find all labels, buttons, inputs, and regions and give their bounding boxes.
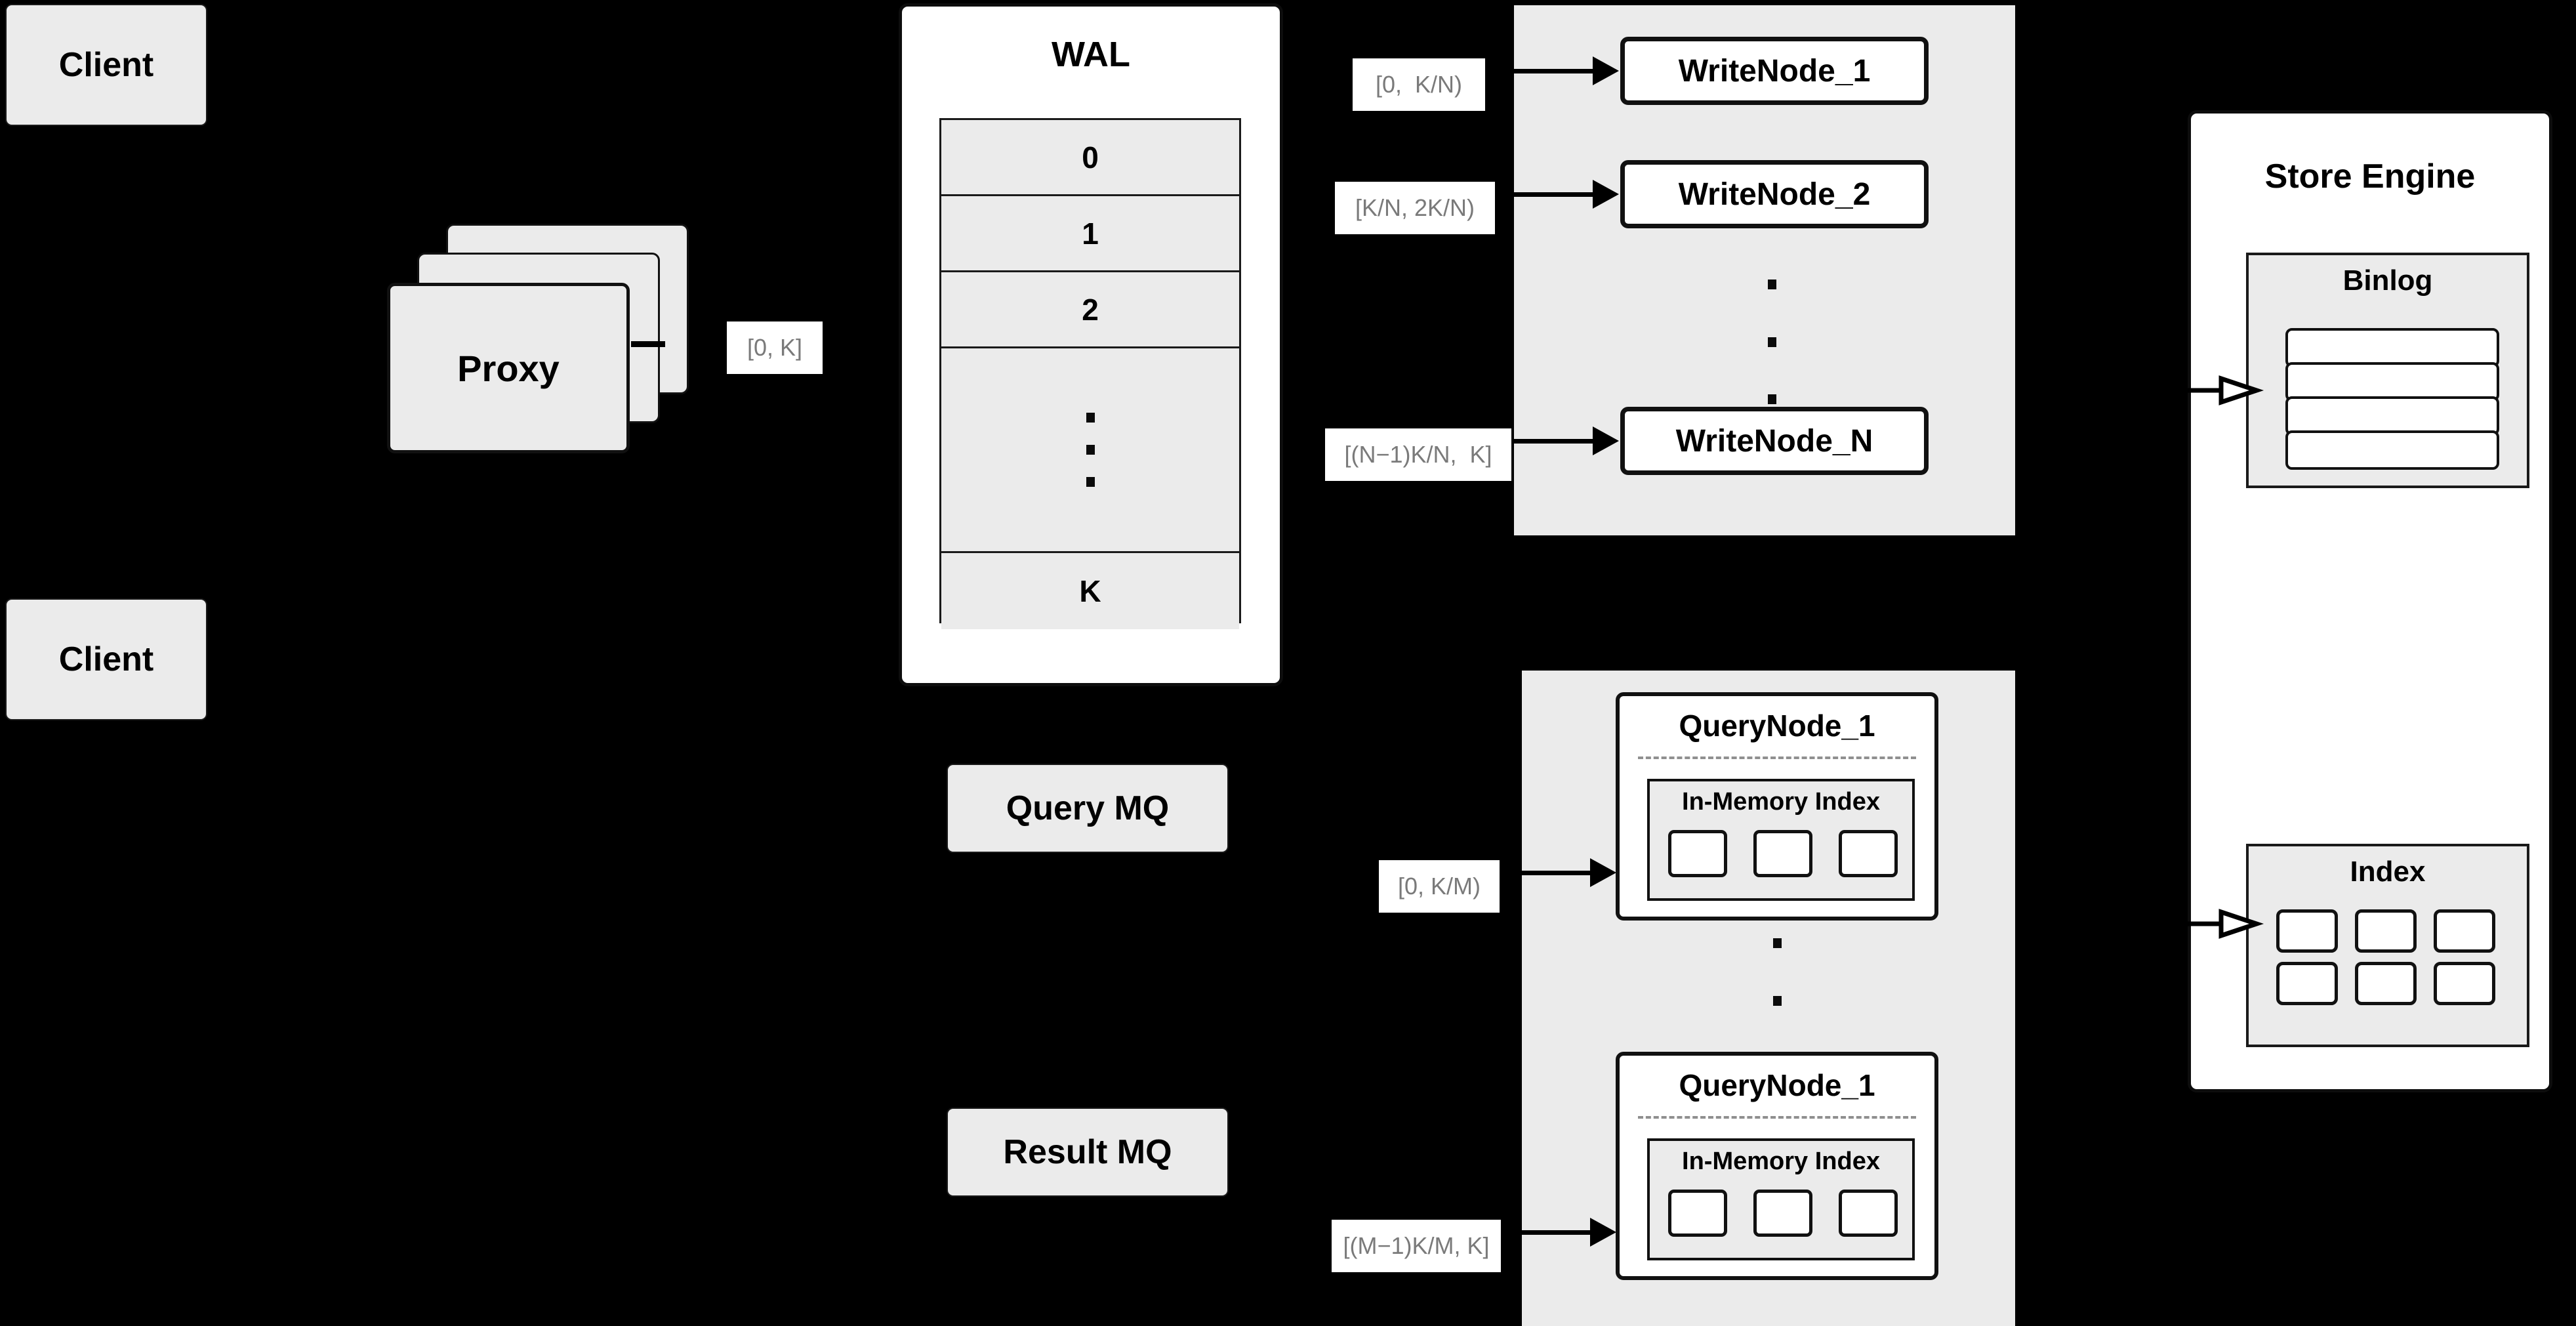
arrow-line-to-query-node-m <box>1522 1230 1595 1235</box>
index-cell[interactable] <box>2434 962 2495 1005</box>
edge-label-mq-to-query-node-1: [0, K/M) <box>1379 860 1500 913</box>
in-memory-index-panel: In-Memory Index <box>1647 1138 1915 1260</box>
edge-label-wal-to-write-node-n: [(N−1)K/N, K] <box>1325 428 1511 481</box>
proxy-connector-stub <box>631 341 665 347</box>
binlog-panel: Binlog <box>2246 253 2529 488</box>
store-engine-title: Store Engine <box>2264 157 2476 196</box>
index-cell[interactable] <box>2355 962 2417 1005</box>
ellipsis-dot-icon <box>1767 394 1776 404</box>
wal-rows: 0 1 2 K <box>939 118 1241 629</box>
client-box-bottom[interactable]: Client <box>5 598 207 720</box>
client-box-top[interactable]: Client <box>5 4 207 126</box>
ellipsis-dot-icon <box>1767 280 1776 289</box>
wal-title: WAL <box>1052 35 1130 74</box>
index-cell[interactable] <box>1668 1190 1727 1237</box>
in-memory-index-panel: In-Memory Index <box>1647 779 1915 901</box>
write-node-2[interactable]: WriteNode_2 <box>1620 160 1929 228</box>
edge-label-mq-to-query-node-m: [(M−1)K/M, K] <box>1332 1220 1501 1272</box>
ellipsis-dot-icon <box>1772 938 1782 948</box>
index-panel: Index <box>2246 844 2529 1047</box>
wal-row[interactable]: 2 <box>941 272 1239 348</box>
index-cell[interactable] <box>2434 909 2495 953</box>
binlog-entry[interactable] <box>2285 362 2499 402</box>
arrow-head-to-query-node-1 <box>1590 858 1616 887</box>
ellipsis-dot-icon <box>1772 995 1782 1006</box>
query-node-divider <box>1638 756 1916 759</box>
ellipsis-dot-icon <box>1086 477 1095 487</box>
client-label: Client <box>58 640 154 678</box>
ellipsis-dot-icon <box>1767 337 1776 347</box>
binlog-entry[interactable] <box>2285 430 2499 470</box>
ellipsis-dot-icon <box>1086 413 1095 423</box>
query-mq-box[interactable]: Query MQ <box>947 764 1229 853</box>
proxy-label: Proxy <box>457 347 560 389</box>
edge-label-proxy-to-wal: [0, K] <box>727 321 823 374</box>
index-cell[interactable] <box>1753 1190 1812 1237</box>
arrow-head-to-write-node-1 <box>1593 56 1619 85</box>
arrow-to-index <box>2184 909 2264 939</box>
binlog-entry[interactable] <box>2285 396 2499 436</box>
arrow-head-to-write-node-n <box>1593 426 1619 455</box>
proxy-card-front[interactable]: Proxy <box>387 283 630 453</box>
in-memory-index-title: In-Memory Index <box>1682 788 1880 816</box>
wal-row[interactable]: 0 <box>941 120 1239 196</box>
write-pool-ellipsis <box>1767 280 1777 404</box>
index-cell[interactable] <box>2276 909 2338 953</box>
arrow-line-to-query-node-1 <box>1522 871 1595 875</box>
write-node-n[interactable]: WriteNode_N <box>1620 407 1929 475</box>
in-memory-index-title: In-Memory Index <box>1682 1148 1880 1175</box>
index-cell[interactable] <box>2355 909 2417 953</box>
arrow-line-to-write-node-1 <box>1514 69 1596 73</box>
index-cell[interactable] <box>2276 962 2338 1005</box>
query-node-1[interactable]: QueryNode_1 In-Memory Index <box>1616 692 1938 921</box>
index-cell[interactable] <box>1839 1190 1898 1237</box>
binlog-title: Binlog <box>2342 264 2433 297</box>
query-node-m[interactable]: QueryNode_1 In-Memory Index <box>1616 1052 1938 1280</box>
arrow-line-to-write-node-2 <box>1514 192 1596 197</box>
index-cell[interactable] <box>1668 830 1727 877</box>
index-cell[interactable] <box>1839 830 1898 877</box>
edge-label-wal-to-write-node-1: [0, K/N) <box>1353 58 1485 111</box>
query-node-divider <box>1638 1116 1916 1119</box>
binlog-entry[interactable] <box>2285 328 2499 367</box>
wal-row-ellipsis <box>941 348 1239 553</box>
arrow-head-to-write-node-2 <box>1593 180 1619 209</box>
wal-row[interactable]: K <box>941 553 1239 629</box>
query-node-title: QueryNode_1 <box>1679 709 1875 743</box>
index-title: Index <box>2350 856 2426 888</box>
arrow-head-to-query-node-m <box>1590 1218 1616 1247</box>
edge-label-wal-to-write-node-2: [K/N, 2K/N) <box>1335 182 1495 234</box>
query-pool-ellipsis <box>1772 938 1782 1063</box>
ellipsis-dot-icon <box>1086 445 1095 455</box>
index-cell[interactable] <box>1753 830 1812 877</box>
write-node-1[interactable]: WriteNode_1 <box>1620 37 1929 105</box>
client-label: Client <box>58 46 154 84</box>
result-mq-box[interactable]: Result MQ <box>947 1108 1229 1197</box>
query-node-title: QueryNode_1 <box>1679 1068 1875 1102</box>
wal-row[interactable]: 1 <box>941 196 1239 272</box>
arrow-to-binlog <box>2184 375 2264 405</box>
arrow-line-to-write-node-n <box>1514 439 1596 444</box>
